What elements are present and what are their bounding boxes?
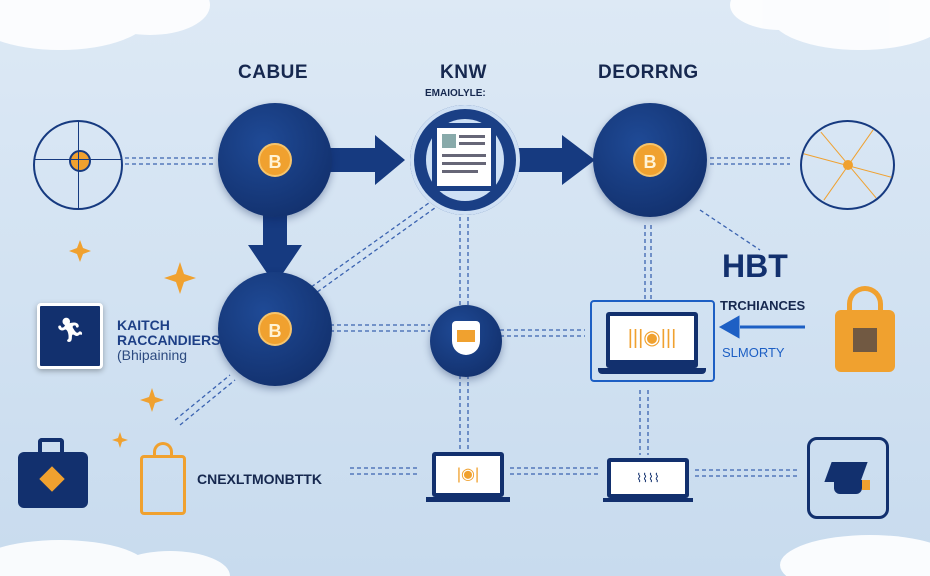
left-panel-text: KAITCH RACCANDIERS (Bhipaining (117, 318, 220, 363)
coin-icon: B (258, 143, 292, 177)
stage-title-left: CABUE (238, 62, 309, 83)
runner-app-icon: 🏃︎ (37, 303, 103, 369)
chart-laptop-icon: ⌇⌇⌇⌇ (603, 458, 693, 502)
bottom-label: CNEXLTMONBTTK (197, 471, 322, 487)
right-heading: HBT (722, 248, 788, 284)
graduation-cap-icon (807, 437, 889, 519)
node-deorrng[interactable]: B (593, 103, 707, 217)
node-lower-left[interactable]: B (218, 272, 332, 386)
right-line-2: SLMORTY (722, 345, 785, 360)
laptop-icon: |||◉||| (606, 312, 698, 368)
shield-icon (452, 321, 480, 355)
node-shield[interactable] (430, 305, 502, 377)
right-line-1: TRCHIANCES (720, 298, 806, 313)
laptop-audio-card[interactable]: |||◉||| (590, 300, 715, 382)
coin-icon: B (633, 143, 667, 177)
padlock-icon (835, 286, 895, 372)
node-cabue[interactable]: B (218, 103, 332, 217)
target-icon (33, 120, 123, 210)
shopping-bag-icon (140, 442, 186, 515)
stage-subtitle-center: EMAIOLYLE: (425, 88, 486, 99)
network-compass-icon (800, 120, 895, 210)
document-icon (432, 123, 496, 191)
left-line-1: KAITCH (117, 317, 170, 333)
left-line-3: (Bhipaining (117, 347, 188, 363)
briefcase-icon (18, 438, 88, 508)
node-knw[interactable] (410, 105, 520, 215)
coin-icon: B (258, 312, 292, 346)
sparkles (69, 240, 196, 448)
stage-title-right: DEORRNG (598, 62, 699, 83)
stage-title-center: KNW (440, 62, 487, 83)
laptop-icon-bottom: |◉| (426, 452, 510, 502)
left-line-2: RACCANDIERS (117, 332, 221, 348)
flow-arrows (248, 135, 595, 285)
